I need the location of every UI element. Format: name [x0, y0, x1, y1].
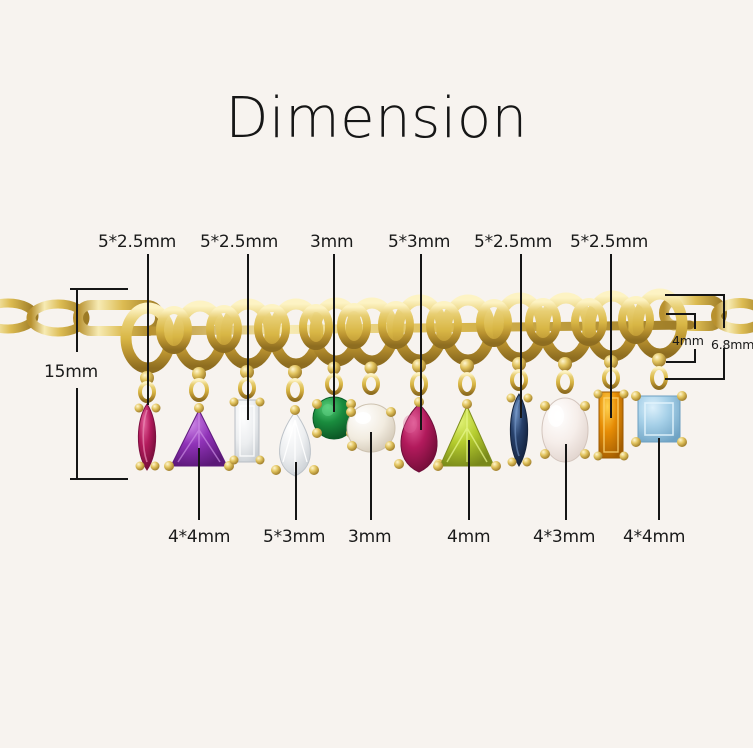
- bracket-line-lower: [76, 388, 78, 480]
- charm-amethyst-trillion: [164, 367, 234, 471]
- dim-label-bottom-2: 5*3mm: [263, 527, 326, 547]
- dim-label-top-4: 5*3mm: [388, 232, 451, 252]
- leader-line-bottom-6: [658, 438, 660, 520]
- dim-label-top-3: 3mm: [310, 232, 354, 252]
- bracket-tick-top: [70, 288, 128, 290]
- dim-label-left-15mm: 15mm: [44, 362, 98, 382]
- bracket4-right-lower: [694, 349, 696, 363]
- leader-line-top-4: [420, 254, 422, 430]
- bracket4-bottom: [666, 361, 696, 363]
- charm-sapphire-marquise: [506, 357, 533, 467]
- leader-line-bottom-4: [468, 440, 470, 520]
- bracket4-right-upper: [694, 313, 696, 329]
- dim-label-top-6: 5*2.5mm: [570, 232, 649, 252]
- bracket-line-upper: [76, 288, 78, 352]
- leader-line-top-3: [333, 254, 335, 412]
- charm-opal-oval: [540, 357, 590, 463]
- charm-pearl-round: [346, 361, 396, 453]
- dim-label-top-5: 5*2.5mm: [474, 232, 553, 252]
- leader-line-top-1: [147, 254, 149, 405]
- bracket68-bottom: [665, 378, 725, 380]
- dim-label-bottom-5: 4*3mm: [533, 527, 596, 547]
- dim-label-bottom-1: 4*4mm: [168, 527, 231, 547]
- bracket68-right-upper: [723, 294, 725, 328]
- page-title: Dimension: [225, 86, 528, 151]
- leader-line-top-6: [610, 254, 612, 418]
- charm-aquamarine-square: [631, 353, 687, 447]
- dim-label-right-68mm: 6.8mm: [711, 337, 753, 352]
- charm-citrine-baguette: [593, 355, 629, 461]
- dim-label-bottom-4: 4mm: [447, 527, 491, 547]
- bracket4-top: [666, 313, 696, 315]
- leader-line-bottom-3: [370, 432, 372, 520]
- leader-line-bottom-2: [295, 462, 297, 520]
- leader-line-top-5: [520, 254, 522, 418]
- chain-left: [0, 298, 90, 337]
- leader-line-top-2: [247, 254, 249, 420]
- bracket-tick-bottom: [70, 478, 128, 480]
- connector-rings: [156, 296, 654, 354]
- charm-diamond-pear: [271, 365, 319, 477]
- charm-peridot-trillion: [433, 359, 501, 471]
- dim-label-bottom-6: 4*4mm: [623, 527, 686, 547]
- dim-label-bottom-3: 3mm: [348, 527, 392, 547]
- dim-label-right-4mm: 4mm: [672, 333, 704, 348]
- dim-label-top-1: 5*2.5mm: [98, 232, 177, 252]
- dim-label-top-2: 5*2.5mm: [200, 232, 279, 252]
- leader-line-bottom-1: [198, 448, 200, 520]
- bracket68-top: [665, 294, 725, 296]
- charm-ruby-pear: [394, 359, 444, 473]
- leader-line-bottom-5: [565, 444, 567, 520]
- bracket68-right-lower: [723, 348, 725, 380]
